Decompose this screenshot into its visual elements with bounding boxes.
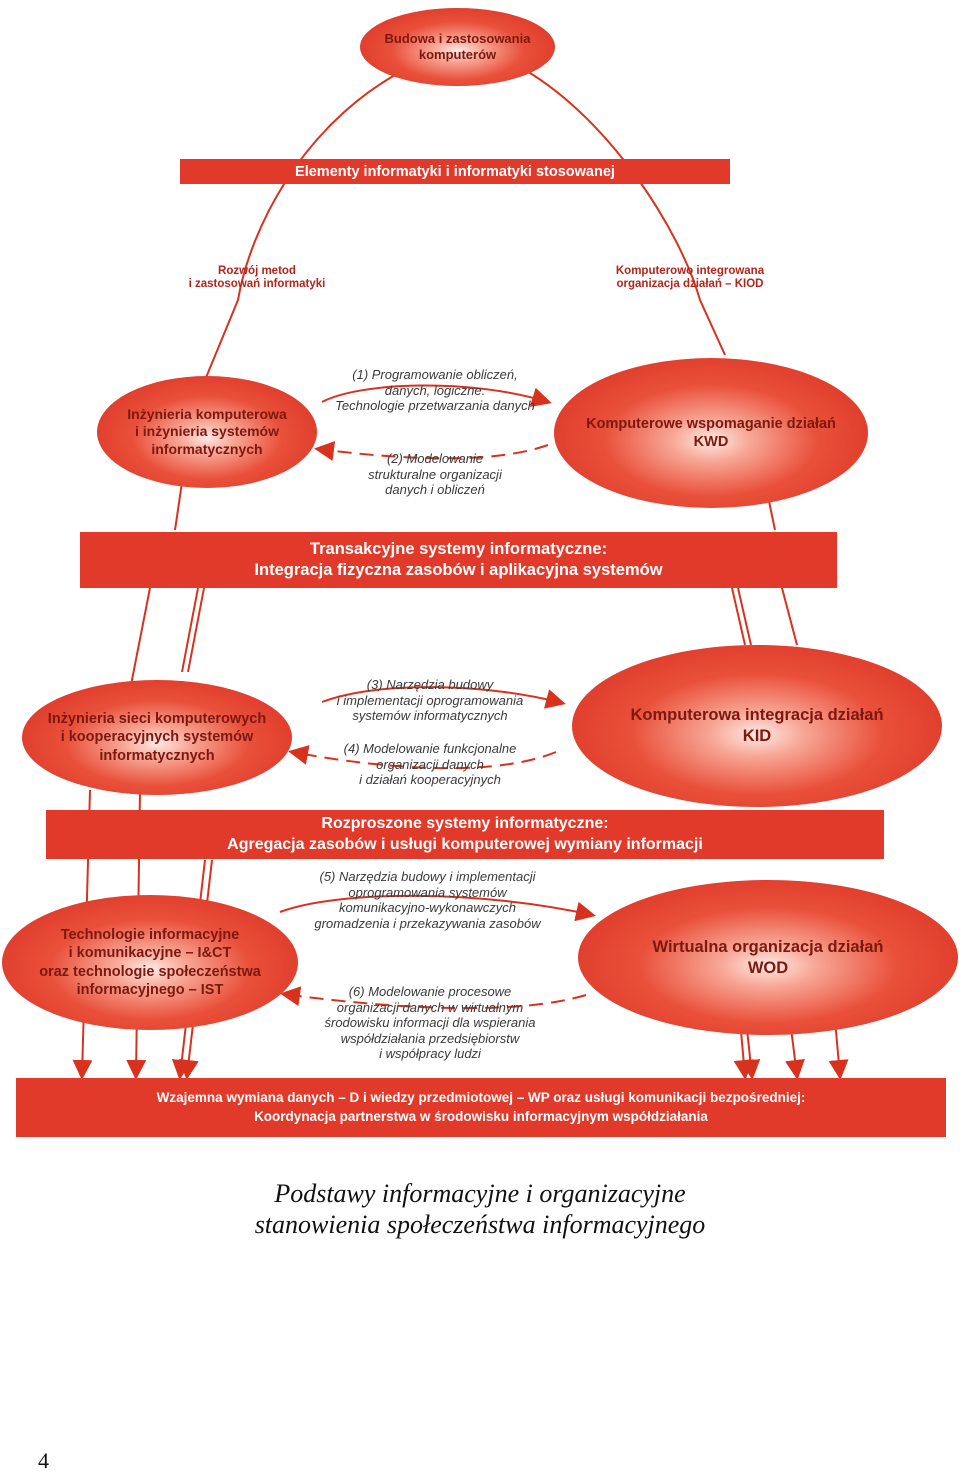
figure-caption: Podstawy informacyjne i organizacyjne st… — [254, 1179, 706, 1240]
node-right-3: Wirtualna organizacja działań WOD — [578, 880, 958, 1035]
band-elements-label: Elementy informatyki i informatyki stoso… — [295, 163, 615, 180]
node-right-1: Komputerowe wspomaganie działań KWD — [554, 358, 868, 508]
node-left-2-label: Inżynieria sieci komputerowych i koopera… — [47, 711, 267, 764]
side-label-right: Komputerowo integrowana organizacja dzia… — [615, 265, 765, 291]
band-transaction-systems: Transakcyjne systemy informatyczne: Inte… — [80, 532, 837, 588]
node-top: Budowa i zastosowania komputerów — [360, 8, 555, 86]
flow-label-6: (6) Modelowanie procesowe organizacji da… — [324, 984, 536, 1062]
flow-arrow-6 — [280, 986, 587, 1010]
band-data-exchange: Wzajemna wymiana danych – D i wiedzy prz… — [16, 1078, 946, 1137]
node-left-1-label: Inżynieria komputerowa i inżynieria syst… — [127, 405, 287, 457]
side-label-left: Rozwój metod i zastosowań informatyki — [188, 265, 326, 291]
band-distributed-systems: Rozproszone systemy informatyczne: Agreg… — [46, 810, 884, 859]
node-left-3-label: Technologie informacyjne i komunikacyjne… — [39, 927, 261, 998]
node-right-2-label: Komputerowa integracja działań KID — [630, 706, 884, 745]
node-right-2: Komputerowa integracja działań KID — [572, 645, 942, 807]
node-left-3: Technologie informacyjne i komunikacyjne… — [2, 895, 298, 1030]
flow-label-3: (3) Narzędzia budowy i implementacji opr… — [336, 677, 524, 724]
arch-line-left — [204, 74, 396, 381]
node-right-3-label: Wirtualna organizacja działań WOD — [652, 937, 884, 977]
right-connector-2b — [737, 587, 752, 646]
right-connector-2c — [781, 587, 798, 646]
flow-label-4: (4) Modelowanie funkcjonalne organizacji… — [343, 741, 517, 788]
flow-label-1: (1) Programowanie obliczeń, danych, logi… — [335, 367, 535, 414]
arch-line-right — [524, 69, 726, 356]
node-top-label: Budowa i zastosowania komputerów — [384, 30, 531, 62]
flow-arrow-3 — [321, 686, 566, 709]
band-data-exchange-label: Wzajemna wymiana danych – D i wiedzy prz… — [156, 1090, 806, 1124]
left-connector-2b — [181, 587, 199, 673]
node-left-1: Inżynieria komputerowa i inżynieria syst… — [97, 376, 317, 488]
flow-label-5: (5) Narzędzia budowy i implementacji opr… — [314, 869, 541, 931]
node-left-2: Inżynieria sieci komputerowych i koopera… — [22, 680, 292, 795]
band-transaction-systems-label: Transakcyjne systemy informatyczne: Inte… — [254, 539, 663, 579]
right-connector-2a — [731, 587, 746, 646]
flow-arrow-1 — [321, 384, 552, 407]
band-elements: Elementy informatyki i informatyki stoso… — [180, 159, 730, 184]
left-connector-2a — [129, 587, 151, 691]
flow-arrow-5 — [279, 894, 596, 922]
page-number: 4 — [38, 1448, 49, 1473]
band-distributed-systems-label: Rozproszone systemy informatyczne: Agreg… — [227, 814, 703, 853]
node-right-1-label: Komputerowe wspomaganie działań KWD — [586, 415, 836, 450]
flow-arrow-4 — [288, 745, 557, 770]
flow-label-2: (2) Modelowanie strukturalne organizacji… — [368, 451, 502, 498]
left-connector-2c — [187, 587, 205, 673]
flow-arrow-2 — [314, 441, 549, 461]
